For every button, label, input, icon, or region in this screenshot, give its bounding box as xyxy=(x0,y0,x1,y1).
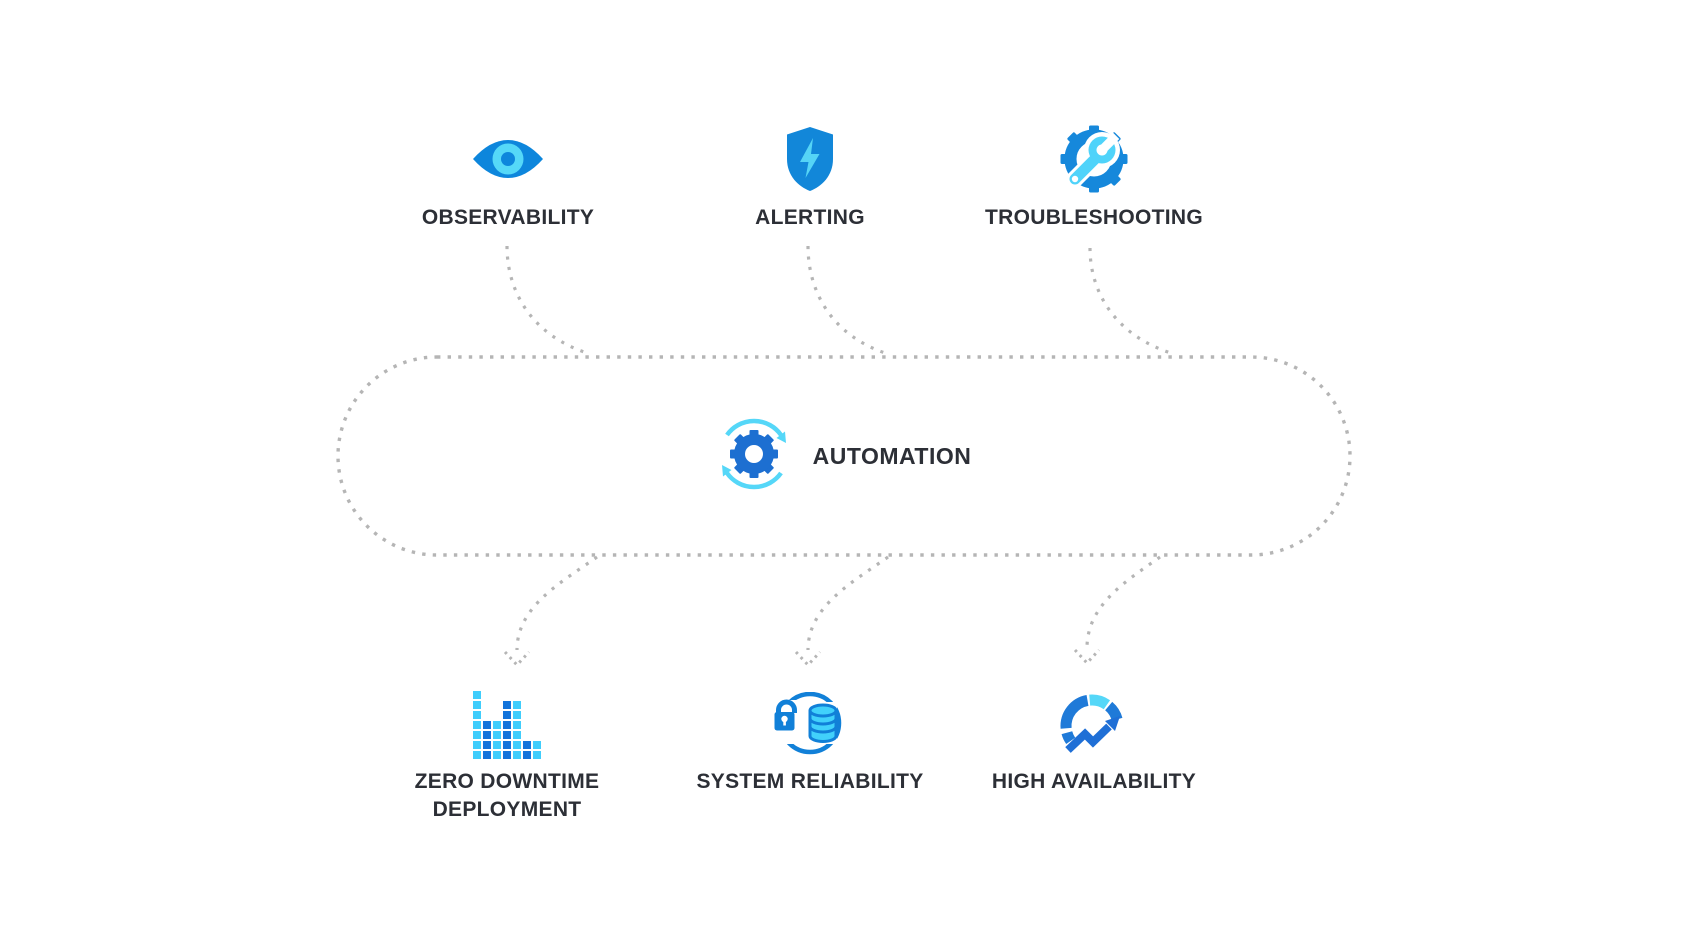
alerting-label: ALERTING xyxy=(755,206,865,229)
shield-lightning-icon xyxy=(786,120,834,198)
node-troubleshooting: TROUBLESHOOTING xyxy=(934,120,1254,232)
node-observability: OBSERVABILITY xyxy=(348,120,668,232)
gear-wrench-icon xyxy=(1059,120,1129,198)
observability-label: OBSERVABILITY xyxy=(421,206,595,229)
system-reliability-label: SYSTEM RELIABILITY xyxy=(696,770,924,793)
node-system-reliability: SYSTEM RELIABILITY xyxy=(650,688,970,796)
connector-high-availability xyxy=(1085,555,1161,649)
zero-downtime-deployment-label: ZERO DOWNTIME DEPLOYMENT xyxy=(414,770,600,821)
pixel-bar-chart-icon xyxy=(473,688,541,762)
connector-zero-downtime xyxy=(515,555,598,651)
database-lock-icon xyxy=(772,688,848,762)
connector-troubleshooting xyxy=(1088,247,1175,356)
connector-system-reliability xyxy=(806,555,889,651)
high-availability-label: HIGH AVAILABILITY xyxy=(991,770,1197,793)
arrowhead-zero-downtime-icon xyxy=(503,650,531,668)
automation-label: AUTOMATION xyxy=(812,442,972,469)
arrowhead-system-reliability-icon xyxy=(794,650,822,668)
gauge-trend-arrow-icon xyxy=(1058,688,1130,762)
connector-observability xyxy=(505,245,591,356)
gear-sync-arrows-icon xyxy=(717,417,791,496)
eye-icon xyxy=(472,120,544,198)
troubleshooting-label: TROUBLESHOOTING xyxy=(985,206,1203,229)
arrowhead-high-availability-icon xyxy=(1073,648,1101,666)
connector-alerting xyxy=(806,245,889,356)
node-high-availability: HIGH AVAILABILITY xyxy=(934,688,1254,796)
automation-band: AUTOMATION xyxy=(338,357,1350,555)
node-zero-downtime-deployment: ZERO DOWNTIME DEPLOYMENT xyxy=(347,688,667,824)
node-alerting: ALERTING xyxy=(650,120,970,232)
